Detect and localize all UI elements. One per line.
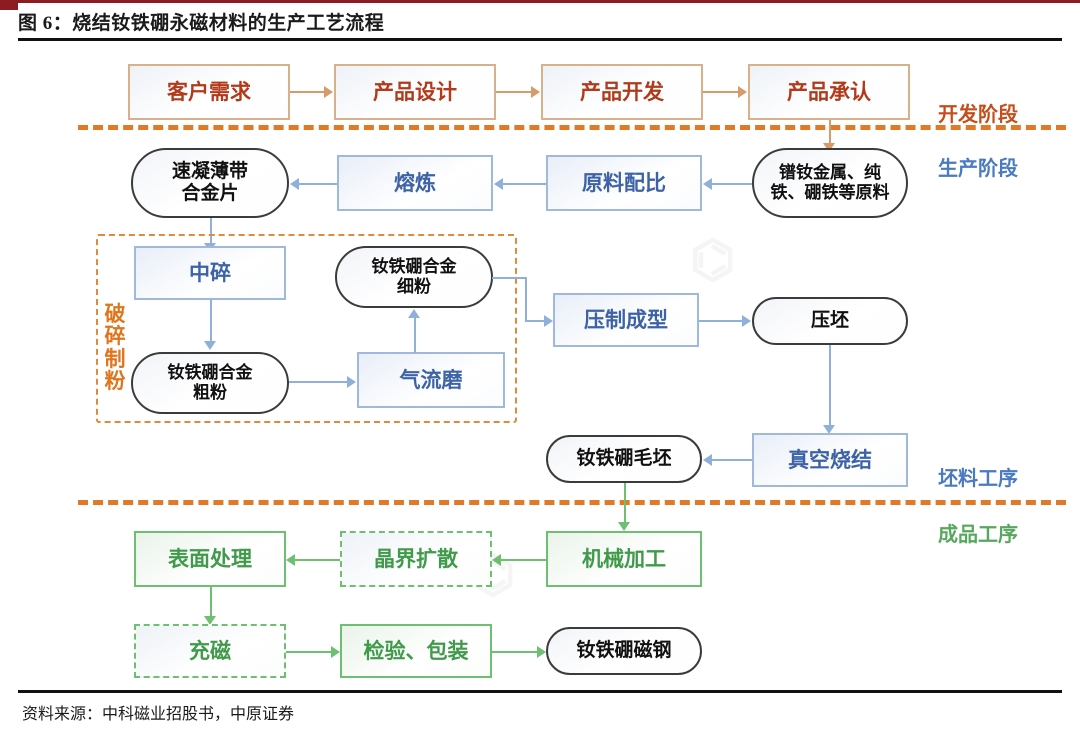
stage-label-blank-process: 坯料工序 [938, 468, 1018, 490]
arrowhead-blank-to-machining [618, 522, 630, 531]
group-label-crushing-milling: 破碎制粉 [104, 302, 126, 394]
arrowhead-crushing-to-coarse [204, 341, 216, 350]
connector-surface-to-magnetizing [210, 587, 212, 619]
node-ingredient-ratio[interactable]: 原料配比 [546, 155, 702, 211]
node-grain-boundary-diffusion[interactable]: 晶界扩散 [340, 531, 492, 587]
title-divider [18, 38, 1062, 41]
arrowhead-inspection-to-magnet-steel [537, 646, 546, 658]
header-accent-block [0, 0, 18, 10]
stage-label-development: 开发阶段 [938, 104, 1018, 126]
arrowhead-raw-to-ratio [703, 178, 712, 190]
node-coarse-powder[interactable]: 钕铁硼合金 粗粉 [131, 352, 289, 414]
node-raw-materials[interactable]: 镨钕金属、纯 铁、硼铁等原料 [752, 148, 908, 218]
node-smelting[interactable]: 熔炼 [337, 155, 493, 211]
node-machining[interactable]: 机械加工 [546, 531, 702, 587]
node-strip-casting[interactable]: 速凝薄带 合金片 [131, 148, 289, 218]
connector-fine-to-press-h2 [525, 320, 546, 322]
arrowhead-surface-to-magnetizing [204, 616, 216, 625]
node-ndfeb-blank[interactable]: 钕铁硼毛坯 [546, 435, 702, 483]
arrowhead-compact-to-sintering [823, 425, 835, 434]
connector-coarse-to-jetmill [289, 381, 347, 383]
connector-diffusion-to-surface [295, 559, 340, 561]
connector-ratio-to-smelting [503, 183, 546, 185]
connector-inspection-to-magnet-steel [492, 651, 537, 653]
arrowhead-fine-to-press [544, 315, 553, 327]
connector-blank-to-machining [624, 483, 626, 525]
connector-magnetizing-to-inspection [286, 651, 331, 653]
source-note: 资料来源：中科磁业招股书，中原证券 [22, 706, 295, 723]
connector-crushing-to-coarse [210, 300, 212, 344]
node-vacuum-sintering[interactable]: 真空烧结 [752, 433, 908, 487]
arrowhead-development-to-approval [738, 86, 747, 98]
stage-label-production: 生产阶段 [938, 158, 1018, 180]
connector-raw-to-ratio [712, 183, 752, 185]
node-press-forming[interactable]: 压制成型 [553, 293, 699, 347]
header-accent-rule [18, 0, 1080, 3]
node-magnetizing[interactable]: 充磁 [134, 624, 286, 678]
node-surface-treatment[interactable]: 表面处理 [134, 531, 286, 587]
node-product-design[interactable]: 产品设计 [334, 64, 496, 120]
arrowhead-ratio-to-smelting [494, 178, 503, 190]
arrowhead-machining-to-diffusion [492, 554, 501, 566]
group-crushing-milling [96, 234, 517, 423]
divider-blank-process [78, 500, 1066, 505]
node-ndfeb-magnet-steel[interactable]: 钕铁硼磁钢 [546, 627, 702, 675]
connector-press-to-compact [699, 320, 742, 322]
arrowhead-jetmill-to-fine [408, 309, 420, 318]
node-product-approval[interactable]: 产品承认 [748, 64, 910, 120]
arrowhead-demand-to-design [324, 86, 333, 98]
stage-label-finished-process: 成品工序 [938, 524, 1018, 546]
page-title: 图 6：烧结钕铁硼永磁材料的生产工艺流程 [18, 13, 385, 34]
node-product-development[interactable]: 产品开发 [541, 64, 703, 120]
connector-strip-to-crushing [210, 218, 212, 246]
connector-development-to-approval [703, 91, 738, 93]
arrowhead-smelting-to-strip [290, 178, 299, 190]
arrowhead-diffusion-to-surface [286, 554, 295, 566]
arrowhead-sintering-to-blank [703, 454, 712, 466]
connector-compact-to-sintering [829, 345, 831, 427]
divider-development [78, 125, 1066, 130]
connector-machining-to-diffusion [501, 559, 546, 561]
node-jet-milling[interactable]: 气流磨 [357, 352, 505, 408]
arrowhead-coarse-to-jetmill [347, 376, 356, 388]
watermark: ⌬ [690, 232, 736, 289]
arrowhead-press-to-compact [742, 315, 751, 327]
connector-fine-to-press-h1 [492, 277, 526, 279]
footer-divider [18, 690, 1062, 693]
connector-jetmill-to-fine [414, 318, 416, 353]
connector-fine-to-press-v [525, 277, 527, 321]
connector-demand-to-design [290, 91, 324, 93]
arrowhead-magnetizing-to-inspection [331, 646, 340, 658]
arrowhead-design-to-development [531, 86, 540, 98]
node-fine-powder[interactable]: 钕铁硼合金 细粉 [335, 246, 493, 308]
node-customer-demand[interactable]: 客户需求 [128, 64, 290, 120]
connector-smelting-to-strip [299, 183, 337, 185]
node-inspection-packaging[interactable]: 检验、包装 [340, 624, 492, 678]
node-green-compact[interactable]: 压坯 [752, 297, 908, 345]
connector-sintering-to-blank [712, 459, 752, 461]
connector-approval-to-raw [829, 120, 831, 145]
node-medium-crushing[interactable]: 中碎 [134, 246, 286, 300]
connector-design-to-development [496, 91, 531, 93]
